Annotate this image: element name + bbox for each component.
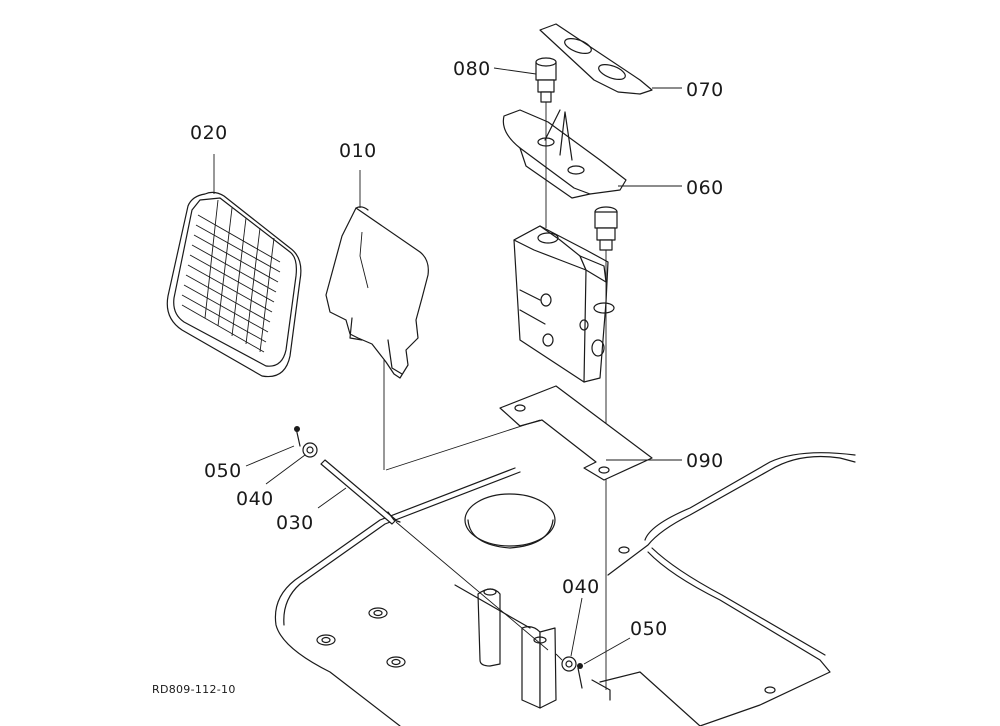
label-030: 030 [276, 512, 314, 534]
label-040-left: 040 [236, 488, 274, 510]
label-060: 060 [686, 177, 724, 199]
pedal-arm-010 [325, 206, 429, 379]
label-070: 070 [686, 79, 724, 101]
valve-body [513, 225, 615, 383]
floor-plate [274, 452, 856, 726]
label-010: 010 [339, 140, 377, 162]
leader-lines [213, 67, 682, 665]
gasket-090 [383, 360, 653, 481]
label-090: 090 [686, 450, 724, 472]
rubber-cover-070 [539, 23, 653, 95]
label-040-right: 040 [562, 576, 600, 598]
pin-assembly [294, 426, 583, 689]
bolt-080 [535, 57, 557, 120]
label-050-left: 050 [204, 460, 242, 482]
label-080: 080 [453, 58, 491, 80]
label-020: 020 [190, 122, 228, 144]
part-labels: 020 010 080 070 060 090 050 040 030 040 … [152, 58, 724, 696]
drawing-code: RD809-112-10 [152, 683, 236, 696]
pedal-pad-020 [166, 191, 302, 378]
plate-060 [502, 109, 627, 228]
label-050-right: 050 [630, 618, 668, 640]
